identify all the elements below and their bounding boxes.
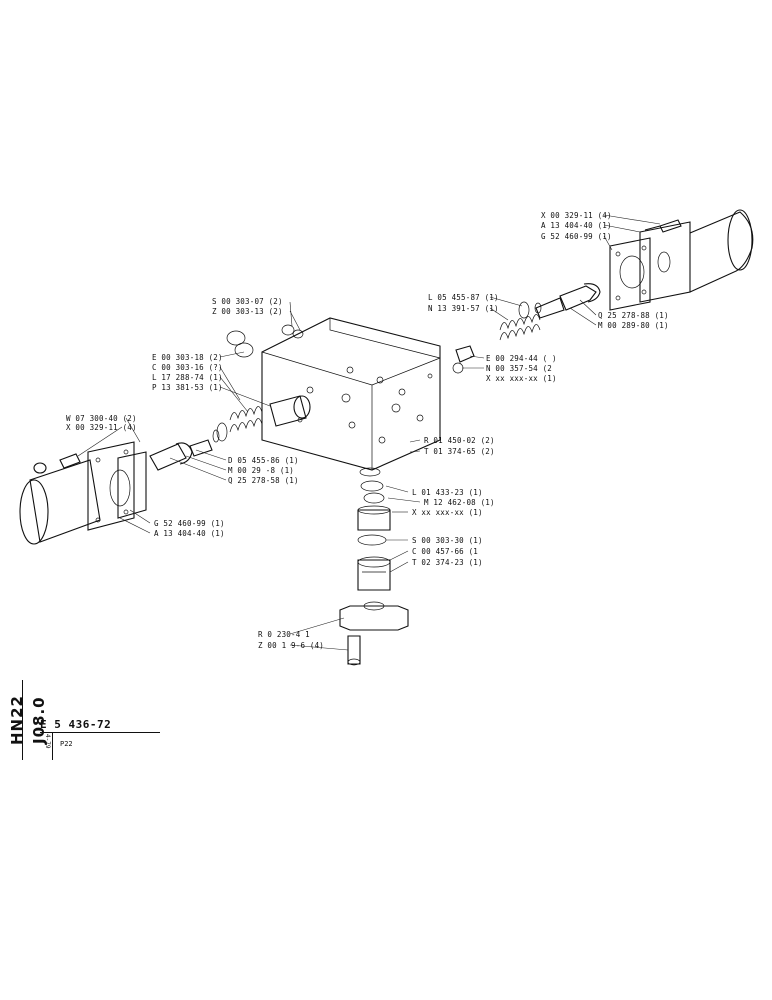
label-q25278-88: Q 25 278-88 (1): [598, 311, 669, 320]
label-e00303-18: E 00 303-18 (2): [152, 353, 223, 362]
part-labels: X 00 329-11 (4) A 13 404-40 (1) G 52 460…: [66, 211, 669, 650]
lower-stack: [339, 467, 409, 666]
label-l17288-74: L 17 288-74 (1): [152, 373, 223, 382]
label-a13404-40-right: A 13 404-40 (1): [541, 221, 612, 230]
label-c00303-16: C 00 303-16 (?): [152, 363, 223, 372]
sheet-date: 4-79: [44, 734, 51, 749]
title-block-divider: [52, 732, 53, 760]
label-w07300-40: W 07 300-40 (2): [66, 414, 137, 423]
label-s00303-07: S 00 303-07 (2): [212, 297, 283, 306]
label-t02374-23: T 02 374-23 (1): [412, 558, 483, 567]
right-spool: [452, 283, 601, 374]
label-x00329-11-right: X 00 329-11 (4): [541, 211, 612, 220]
label-m12462-08: M 12 462-08 (1): [424, 498, 495, 507]
label-p13381-53: P 13 381-53 (1): [152, 383, 223, 392]
sheet-model: P22: [60, 740, 73, 748]
label-t01374-65: T 01 374-65 (2): [424, 447, 495, 456]
label-n00357-54: N 00 357-54 (2: [486, 364, 552, 373]
label-s00303-30: S 00 303-30 (1): [412, 536, 483, 545]
label-e00294-44: E 00 294-44 ( ): [486, 354, 557, 363]
label-g52460-99-left: G 52 460-99 (1): [154, 519, 225, 528]
leader-lines: [77, 214, 661, 651]
left-motor: [19, 441, 147, 545]
label-n13391-57: N 13 391-57 (1): [428, 304, 499, 313]
left-spool: [149, 324, 311, 471]
label-d05455-86: D 05 455-86 (1): [228, 456, 299, 465]
label-g52460-99-right: G 52 460-99 (1): [541, 232, 612, 241]
label-m00289-80: M 00 289-80 (1): [598, 321, 669, 330]
label-r01450-02: R 01 450-02 (2): [424, 436, 495, 445]
sheet-ref-number: E 5 436-72: [40, 718, 112, 731]
label-l05455-87: L 05 455-87 (1): [428, 293, 499, 302]
label-z0019-6: Z 00 1 9-6 (4): [258, 641, 324, 650]
label-q25278-58: Q 25 278-58 (1): [228, 476, 299, 485]
label-m0029-8: M 00 29 -8 (1): [228, 466, 294, 475]
label-x00329-11-left: X 00 329-11 (4): [66, 423, 137, 432]
right-motor: [609, 209, 754, 311]
sheet-vertical-code: HN22 J08.0: [8, 695, 48, 745]
label-z00303-13: Z 00 303-13 (2): [212, 307, 283, 316]
label-a13404-40-left: A 13 404-40 (1): [154, 529, 225, 538]
label-xxxxxx-center: X xx xxx-xx (1): [412, 508, 483, 517]
sheet-code-rule: [22, 680, 24, 760]
title-block-rule: [40, 732, 160, 733]
label-l01433-23: L 01 433-23 (1): [412, 488, 483, 497]
valve-block: [261, 317, 441, 471]
label-xxxxxx-right: X xx xxx-xx (1): [486, 374, 557, 383]
label-r0230-4: R 0 230-4 1: [258, 630, 310, 639]
label-c00457-66: C 00 457-66 (1: [412, 547, 478, 556]
